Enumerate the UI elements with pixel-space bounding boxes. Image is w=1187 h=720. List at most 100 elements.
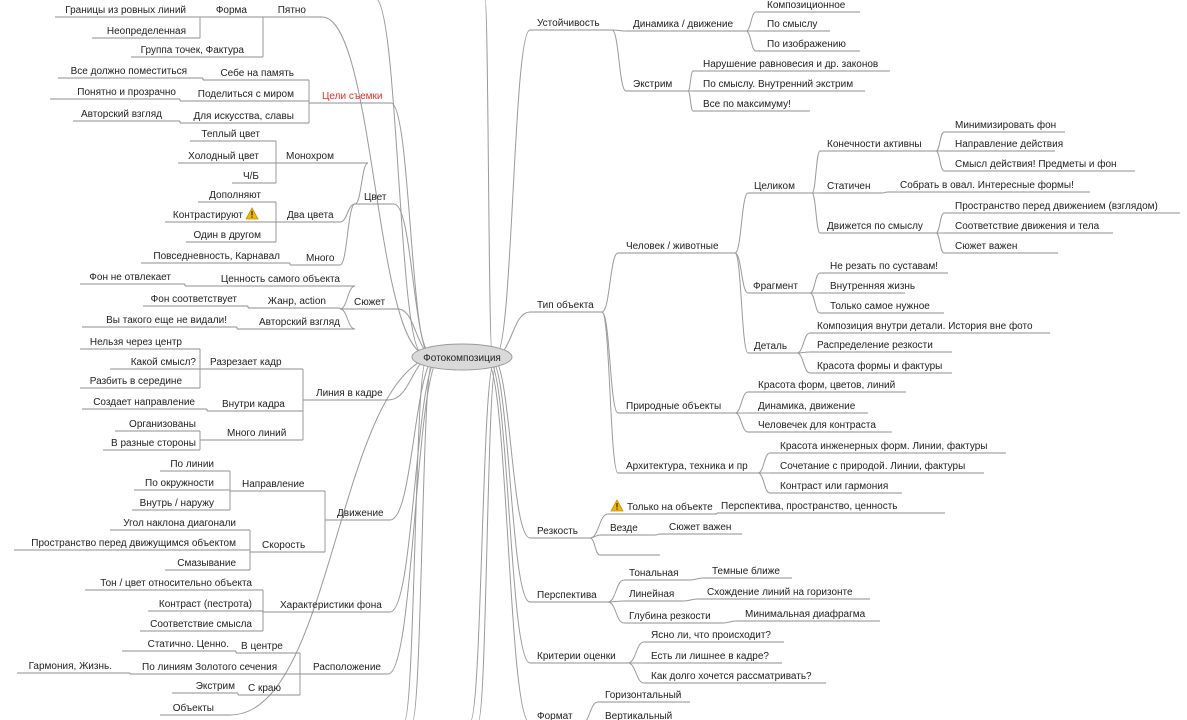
node-left-motion-label[interactable]: Движение [337,508,384,519]
node-right-object_type-human-whole-static-label[interactable]: Статичен [827,181,871,192]
node-right-object_type-human-whole-moving-items-0[interactable]: Пространство перед движением (взглядом) [955,201,1158,212]
node-right-stability-extreme-items-0[interactable]: Нарушение равновесия и др. законов [703,59,878,70]
node-left-background-label[interactable]: Характеристики фона [280,599,382,611]
node-right-object_type-human-whole-active-items-0[interactable]: Минимизировать фон [955,119,1056,131]
node-right-perspective-depth-leaf[interactable]: Минимальная диафрагма [745,608,866,620]
node-left-color-mono-items-2[interactable]: Ч/Б [243,171,259,182]
node-right-criteria-items-0[interactable]: Ясно ли, что происходит? [651,630,771,641]
node-left-background-items-0[interactable]: Тон / цвет относительно объекта [100,577,252,589]
node-left-line-many-label[interactable]: Много линий [227,428,286,439]
node-left-line-label[interactable]: Линия в кадре [316,388,383,399]
node-left-goals-items-0-label[interactable]: Себе на память [220,67,294,79]
node-left-placement-center-label[interactable]: В центре [241,641,283,652]
node-left-placement-label[interactable]: Расположение [313,662,381,673]
node-left-line-cut-items-1[interactable]: Какой смысл? [131,357,197,368]
node-right-object_type-human-detail-items-2[interactable]: Красота формы и фактуры [817,360,942,372]
node-right-object_type-human-whole-active-items-2[interactable]: Смысл действия! Предметы и фон [955,158,1117,170]
node-left-goals-items-2-label[interactable]: Для искусства, славы [193,111,294,122]
node-right-object_type-human-detail-items-0[interactable]: Композиция внутри детали. История вне фо… [817,320,1033,332]
node-right-perspective-linear-leaf[interactable]: Схождение линий на горизонте [707,587,853,598]
node-left-plot-label[interactable]: Сюжет [354,297,386,308]
node-right-object_type-human-fragment-items-2[interactable]: Только самое нужное [830,301,930,312]
node-right-perspective-linear-label[interactable]: Линейная [629,589,674,600]
node-left-partial_top-items-0[interactable]: Границы из ровных линий [65,5,186,16]
node-left-partial_top-spot[interactable]: Пятно [278,5,307,16]
node-right-sharpness-everywhere-label[interactable]: Везде [610,523,638,534]
node-right-criteria-items-1[interactable]: Есть ли лишнее в кадре? [651,651,769,662]
node-right-sharpness-only-leaf[interactable]: Перспектива, пространство, ценность [721,501,898,512]
node-right-object_type-arch-items-0[interactable]: Красота инженерных форм. Линии, фактуры [780,440,988,452]
node-left-line-many-items-0[interactable]: Организованы [129,419,196,430]
node-left-color-mono-items-1[interactable]: Холодный цвет [188,151,259,162]
node-right-object_type-nature-items-0[interactable]: Красота форм, цветов, линий [758,379,895,391]
node-left-placement-edge-label[interactable]: С краю [248,683,281,694]
node-left-goals-label[interactable]: Цели съемки [322,91,382,102]
node-left-goals-items-2-leaf[interactable]: Авторский взгляд [81,109,162,120]
node-left-motion-direction-items-0[interactable]: По линии [170,459,214,470]
node-left-placement-golden-leaf[interactable]: Гармония, Жизнь. [29,661,112,672]
node-right-object_type-human-whole-moving-items-1[interactable]: Соответствие движения и тела [955,221,1100,232]
node-right-object_type-nature-label[interactable]: Природные объекты [626,400,721,412]
node-right-object_type-human-fragment-items-1[interactable]: Внутренняя жизнь [830,281,915,292]
node-right-object_type-arch-label[interactable]: Архитектура, техника и пр [626,461,748,472]
node-right-object_type-human-label[interactable]: Человек / животные [626,241,719,252]
node-left-placement-edge-leaf[interactable]: Экстрим [196,681,235,692]
node-left-partial_top-items-2[interactable]: Группа точек, Фактура [141,45,245,56]
node-left-bottom_partial[interactable]: Объекты [173,702,214,714]
node-right-stability-extreme-items-2[interactable]: Все по максимуму! [703,99,791,110]
node-left-background-items-1[interactable]: Контраст (пестрота) [159,599,252,610]
node-right-sharpness-label[interactable]: Резкость [537,526,578,537]
node-right-perspective-label[interactable]: Перспектива [537,590,597,601]
node-left-motion-direction-items-2[interactable]: Внутрь / наружу [140,498,214,509]
node-right-object_type-human-whole-moving-label[interactable]: Движется по смыслу [827,221,923,232]
node-left-partial_top-form[interactable]: Форма [216,5,248,16]
node-left-color-two-items-0[interactable]: Дополняют [209,190,261,201]
node-right-object_type-human-detail-label[interactable]: Деталь [754,341,787,352]
node-left-partial_top-items-1[interactable]: Неопределенная [107,26,186,37]
node-right-stability-dynamics-label[interactable]: Динамика / движение [633,19,733,30]
node-right-criteria-label[interactable]: Критерии оценки [537,651,616,662]
node-left-motion-speed-items-1[interactable]: Пространство перед движущимся объектом [31,537,236,549]
node-right-stability-extreme-items-1[interactable]: По смыслу. Внутренний экстрим [703,79,853,90]
node-right-object_type-arch-items-1[interactable]: Сочетание с природой. Линии, фактуры [780,460,965,472]
node-left-color-mono-label[interactable]: Монохром [286,151,334,162]
central-topic[interactable]: Фотокомпозиция [411,343,513,371]
node-left-goals-items-0-leaf[interactable]: Все должно поместиться [71,66,187,77]
node-left-color-many-label[interactable]: Много [306,253,335,264]
node-right-object_type-human-whole-label[interactable]: Целиком [754,181,795,192]
node-right-perspective-tonal-label[interactable]: Тональная [629,568,679,579]
node-left-plot-items-2-label[interactable]: Авторский взгляд [259,317,340,328]
node-left-color-two-label[interactable]: Два цвета [287,210,334,221]
node-right-object_type-human-whole-moving-items-2[interactable]: Сюжет важен [955,241,1017,252]
node-left-plot-items-1-leaf[interactable]: Фон соответствует [151,294,238,305]
node-right-format-label[interactable]: Формат [537,711,573,720]
node-left-color-label[interactable]: Цвет [364,192,387,203]
node-right-sharpness-everywhere-leaf[interactable]: Сюжет важен [669,522,731,533]
node-left-line-cut-label[interactable]: Разрезает кадр [210,357,282,368]
node-left-line-cut-items-0[interactable]: Нельзя через центр [90,337,183,348]
node-right-object_type-human-detail-items-1[interactable]: Распределение резкости [817,340,933,351]
node-left-motion-direction-label[interactable]: Направление [242,479,305,490]
node-left-goals-items-1-label[interactable]: Поделиться с миром [198,89,294,100]
node-right-perspective-tonal-leaf[interactable]: Темные ближе [712,565,780,577]
node-left-line-many-items-1[interactable]: В разные стороны [111,438,196,449]
node-left-color-two-items-2[interactable]: Один в другом [193,230,261,241]
node-right-object_type-human-whole-active-label[interactable]: Конечности активны [827,139,922,150]
node-left-motion-speed-label[interactable]: Скорость [262,540,305,551]
node-right-format-items-0[interactable]: Горизонтальный [605,690,681,701]
node-left-motion-direction-items-1[interactable]: По окружности [145,478,214,489]
node-right-object_type-human-whole-static-leaf[interactable]: Собрать в овал. Интересные формы! [900,179,1074,191]
node-right-object_type-human-whole-active-items-1[interactable]: Направление действия [955,139,1063,150]
node-right-sharpness-only-label[interactable]: Только на объекте [627,501,713,513]
node-left-placement-golden-label[interactable]: По линиям Золотого сечения [142,662,277,673]
node-right-stability-label[interactable]: Устойчивость [537,18,600,29]
node-right-stability-dynamics-items-2[interactable]: По изображению [767,38,846,50]
node-right-object_type-arch-items-2[interactable]: Контраст или гармония [780,481,888,492]
node-right-perspective-depth-label[interactable]: Глубина резкости [629,610,711,622]
node-left-plot-items-2-leaf[interactable]: Вы такого еще не видали! [106,315,227,326]
node-right-object_type-human-fragment-label[interactable]: Фрагмент [753,281,798,292]
node-left-color-many-leaf[interactable]: Повседневность, Карнавал [153,251,280,262]
node-right-object_type-nature-items-1[interactable]: Динамика, движение [758,401,856,412]
node-left-line-cut-items-2[interactable]: Разбить в середине [90,375,183,387]
node-left-goals-items-1-leaf[interactable]: Понятно и прозрачно [77,87,176,98]
